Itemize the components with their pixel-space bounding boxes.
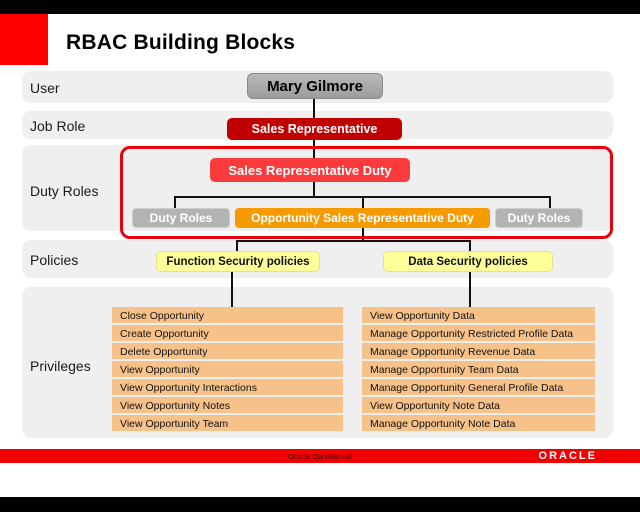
privilege-item: Create Opportunity (112, 325, 343, 341)
connector-data-drop (469, 240, 471, 251)
data-policy-node: Data Security policies (383, 251, 553, 272)
connector-function-drop (236, 240, 238, 251)
bottom-black-bar (0, 497, 640, 512)
top-black-bar (0, 0, 640, 14)
connector-user-jobrole (313, 99, 315, 118)
privilege-item: Delete Opportunity (112, 343, 343, 359)
privilege-item: Manage Opportunity Restricted Profile Da… (362, 325, 595, 341)
brand-red-square (0, 14, 48, 65)
row-label-privileges: Privileges (30, 358, 91, 374)
privilege-item: View Opportunity Data (362, 307, 595, 323)
privilege-item: Manage Opportunity General Profile Data (362, 379, 595, 395)
duty-right-node: Duty Roles (495, 208, 583, 228)
privilege-item: View Opportunity Interactions (112, 379, 343, 395)
footer-red-bar: Oracle Confidential (0, 449, 640, 463)
connector-policy-branch (236, 240, 471, 242)
duty-center-node: Opportunity Sales Representative Duty (235, 208, 490, 228)
privilege-item: View Opportunity Notes (112, 397, 343, 413)
row-label-user: User (30, 80, 60, 96)
connector-jobrole-duty (313, 140, 315, 158)
connector-duty-center-drop (362, 196, 364, 208)
connector-orange-stem (362, 228, 364, 240)
privilege-item: View Opportunity Team (112, 415, 343, 431)
connector-data-privileges (469, 272, 471, 307)
privilege-item: View Opportunity Note Data (362, 397, 595, 413)
row-label-job-role: Job Role (30, 118, 86, 134)
slide-title: RBAC Building Blocks (66, 31, 296, 54)
function-privileges-list: Close Opportunity Create Opportunity Del… (112, 307, 343, 433)
confidential-label: Oracle Confidential (288, 451, 352, 461)
duty-parent-node: Sales Representative Duty (210, 158, 410, 182)
data-privileges-list: View Opportunity Data Manage Opportunity… (362, 307, 595, 433)
function-policy-node: Function Security policies (156, 251, 320, 272)
row-label-policies: Policies (30, 252, 79, 268)
connector-function-privileges (231, 272, 233, 307)
duty-left-node: Duty Roles (132, 208, 230, 228)
privilege-item: View Opportunity (112, 361, 343, 377)
privilege-item: Manage Opportunity Team Data (362, 361, 595, 377)
duty-roles-highlight-frame (120, 146, 613, 239)
oracle-logo: ORACLE (538, 450, 597, 462)
privilege-item: Close Opportunity (112, 307, 343, 323)
connector-duty-right-drop (549, 196, 551, 208)
connector-duty-stem (313, 182, 315, 196)
connector-duty-left-drop (174, 196, 176, 208)
privilege-item: Manage Opportunity Note Data (362, 415, 595, 431)
job-role-node: Sales Representative (227, 118, 402, 140)
user-node: Mary Gilmore (247, 73, 383, 99)
privilege-item: Manage Opportunity Revenue Data (362, 343, 595, 359)
row-label-duty-roles: Duty Roles (30, 183, 99, 199)
